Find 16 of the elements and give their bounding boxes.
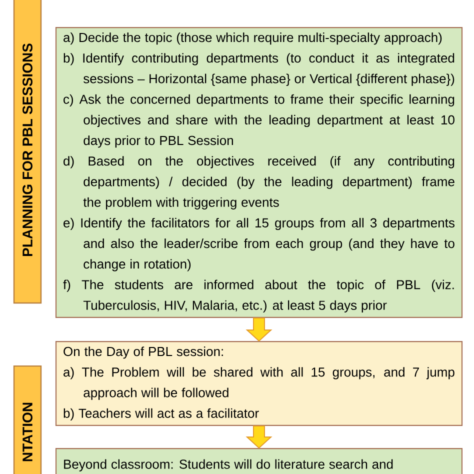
box-text: Beyond classroom: Students will do literature search and — [64, 459, 393, 472]
side-band — [13, 365, 42, 474]
list-item: b) Teachers will act as a facilitator — [64, 408, 259, 420]
band-title: NTATION — [22, 402, 32, 462]
list-item: b) Identify contributing departments (to conduct it as integrated sessions – Horizontal {same phase} or Vertical {different phase}) — [64, 53, 454, 86]
side-band — [13, 0, 42, 304]
list-item: f) The students are informed about the topic of PBL (viz. Tuberculosis, HIV, Malaria, etc.) at least 5 days prior — [63, 280, 454, 312]
box-heading: On the Day of PBL session: — [64, 346, 223, 359]
list-item: e) Identify the facilitators for all 15 groups from all 3 departments and also the leader/scribe from each group (and they have to change in rotation) — [64, 218, 454, 272]
step-box — [55, 341, 463, 426]
step-box — [55, 26, 463, 318]
band-title: PLANNING FOR PBL SESSIONS — [22, 44, 32, 256]
block-arrow — [246, 318, 272, 342]
block-arrow — [246, 426, 272, 449]
step-box — [55, 448, 463, 474]
list-item: a) Decide the topic (those which require multi-specialty approach) — [64, 32, 442, 45]
